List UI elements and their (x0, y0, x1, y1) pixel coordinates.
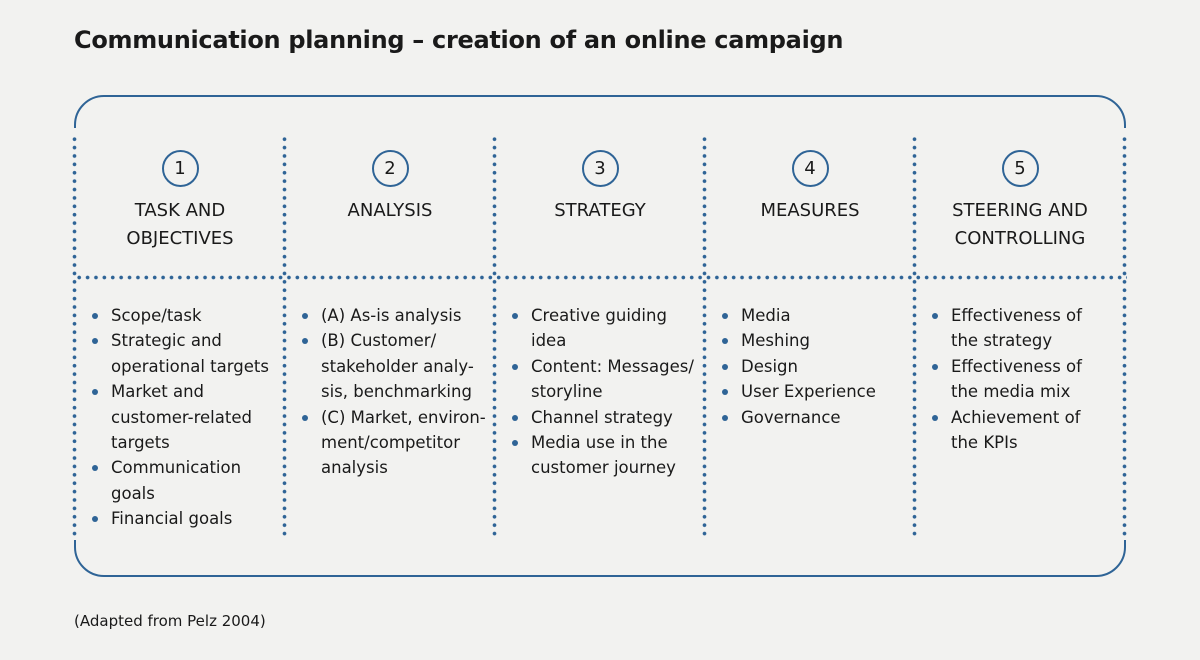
list-item: Effectiveness of the media mix (932, 354, 1082, 405)
list-item: Strategic and operational targets (92, 328, 269, 379)
step-number-circle: 1 (161, 150, 199, 187)
list-item: (A) As-is analysis (302, 303, 486, 328)
step-heading: STRATEGY (554, 200, 646, 221)
dotted-divider (702, 135, 707, 538)
list-item: Effectiveness of the strategy (932, 303, 1082, 354)
list-item: User Experience (722, 379, 876, 404)
dotted-divider (282, 135, 287, 538)
step-number-circle: 3 (581, 150, 619, 187)
list-item: Meshing (722, 328, 876, 353)
dotted-divider (912, 135, 917, 538)
dotted-divider (492, 135, 497, 538)
step-heading: MEASURES (760, 200, 860, 221)
list-item: Design (722, 354, 876, 379)
dotted-row-divider (75, 275, 1127, 280)
list-item: Governance (722, 405, 876, 430)
list-item: Channel strategy (512, 405, 694, 430)
step-column: 5 STEERING AND CONTROLLING Effectiveness … (915, 150, 1125, 452)
list-item: Content: Messages/ storyline (512, 354, 694, 405)
list-item: Financial goals (92, 506, 269, 531)
list-item: (B) Customer/ stakeholder analy- sis, be… (302, 328, 486, 404)
step-list: (A) As-is analysis(B) Customer/ stakehol… (285, 303, 486, 481)
step-number-circle: 5 (1001, 150, 1039, 187)
list-item: Scope/task (92, 303, 269, 328)
list-item: (C) Market, environ- ment/competitor ana… (302, 405, 486, 481)
diagram-title: Communication planning – creation of an … (74, 26, 844, 54)
list-item: Communication goals (92, 455, 269, 506)
step-column: 2 ANALYSIS (A) As-is analysis(B) Customer… (285, 150, 495, 477)
source-note: (Adapted from Pelz 2004) (74, 612, 266, 630)
list-item: Market and customer-related targets (92, 379, 269, 455)
dotted-divider (72, 135, 77, 538)
list-item: Creative guiding idea (512, 303, 694, 354)
step-number-circle: 2 (371, 150, 409, 187)
list-item: Achievement of the KPIs (932, 405, 1082, 456)
list-item: Media (722, 303, 876, 328)
step-heading: TASK AND OBJECTIVES (126, 200, 234, 249)
step-heading: ANALYSIS (347, 200, 433, 221)
dotted-divider (1122, 135, 1127, 538)
list-item: Media use in the customer journey (512, 430, 694, 481)
step-heading: STEERING AND CONTROLLING (952, 200, 1088, 249)
step-number-circle: 4 (791, 150, 829, 187)
